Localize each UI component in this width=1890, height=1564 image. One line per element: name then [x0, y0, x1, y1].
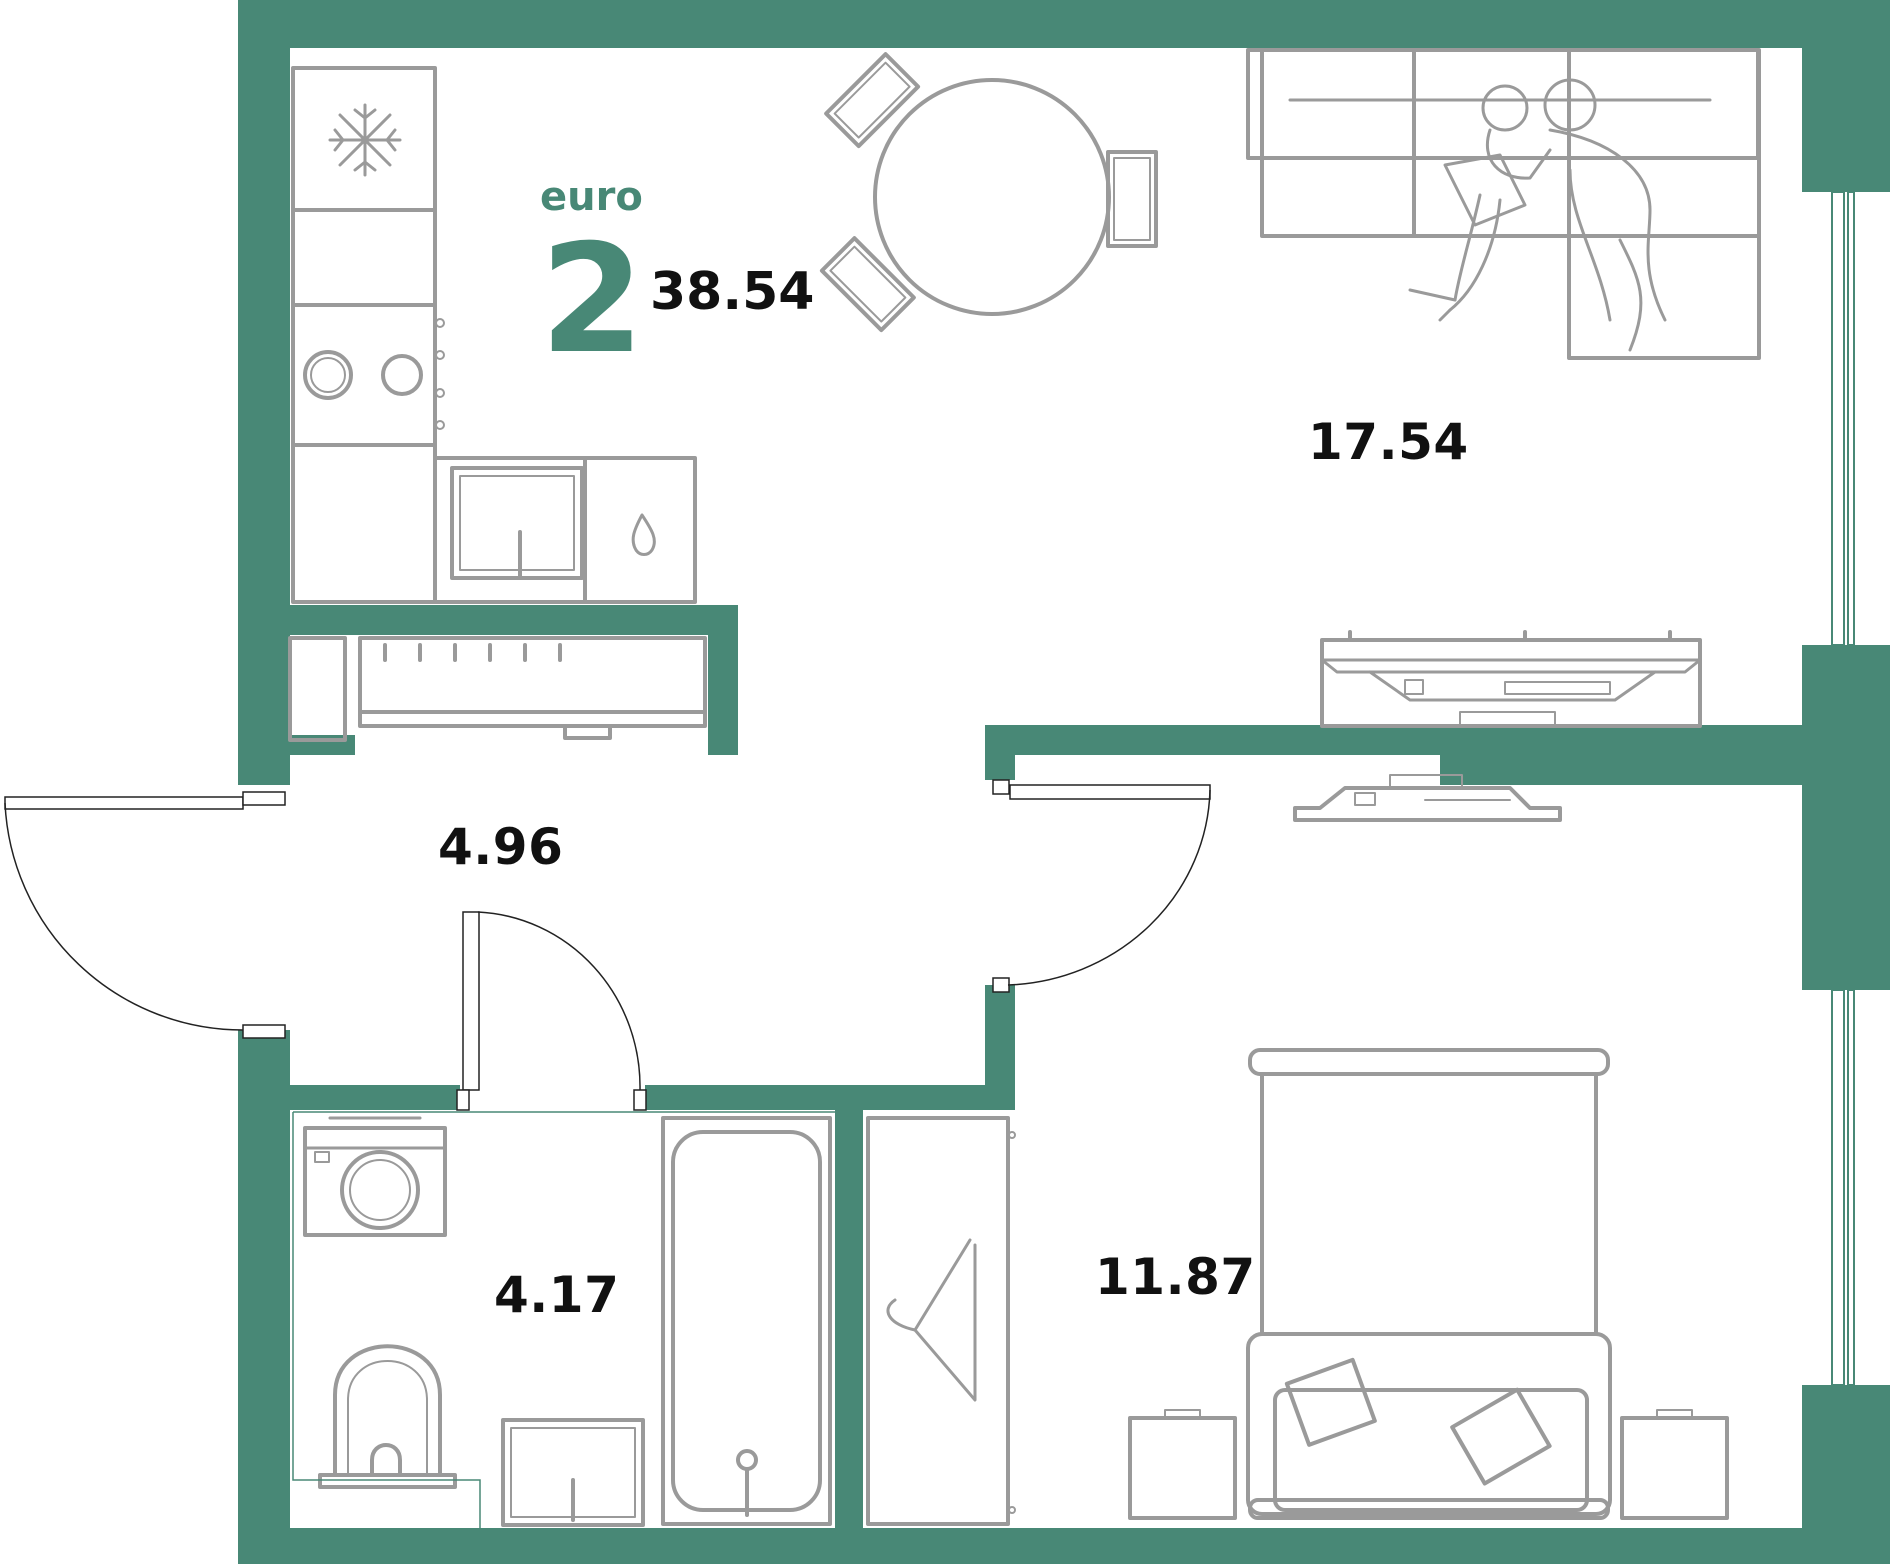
room-area-living-kitchen: 17.54 — [1308, 413, 1469, 471]
people-illustration — [1408, 78, 1667, 352]
wardrobe — [866, 1116, 1016, 1526]
layout-tag: euro — [540, 174, 643, 220]
sink-icon — [450, 466, 584, 580]
snowflake-icon — [328, 103, 402, 177]
bathroom-sink-icon — [501, 1418, 645, 1527]
bed-icon — [1246, 1048, 1612, 1520]
sofa-icon — [1246, 48, 1761, 360]
room-area-hallway: 4.96 — [438, 818, 564, 876]
water-drop-icon — [631, 513, 656, 556]
toilet-icon — [318, 1344, 457, 1489]
kitchen-shelf — [288, 636, 707, 742]
washing-machine-icon — [303, 1116, 447, 1237]
windows — [1831, 191, 1855, 1386]
room-area-bathroom: 4.17 — [494, 1266, 620, 1324]
rooms-count: 2 — [540, 213, 645, 387]
nightstand-right — [1620, 1409, 1729, 1520]
bathroom-floor-outline — [292, 1111, 835, 1528]
nightstand-left — [1128, 1409, 1237, 1520]
stove-icon — [291, 303, 445, 447]
room-area-bedroom: 11.87 — [1095, 1248, 1256, 1306]
hanger-icon — [886, 1238, 977, 1402]
bedroom-tv-icon — [1293, 774, 1562, 822]
tv-icon — [1320, 630, 1702, 728]
fridge — [291, 66, 437, 307]
bathtub-icon — [661, 1116, 832, 1526]
dining-table-icon — [819, 52, 1158, 333]
walls — [238, 0, 1890, 1564]
doors — [4, 779, 1211, 1111]
total-area: 38.54 — [650, 262, 815, 322]
kitchen-counter — [291, 443, 697, 604]
